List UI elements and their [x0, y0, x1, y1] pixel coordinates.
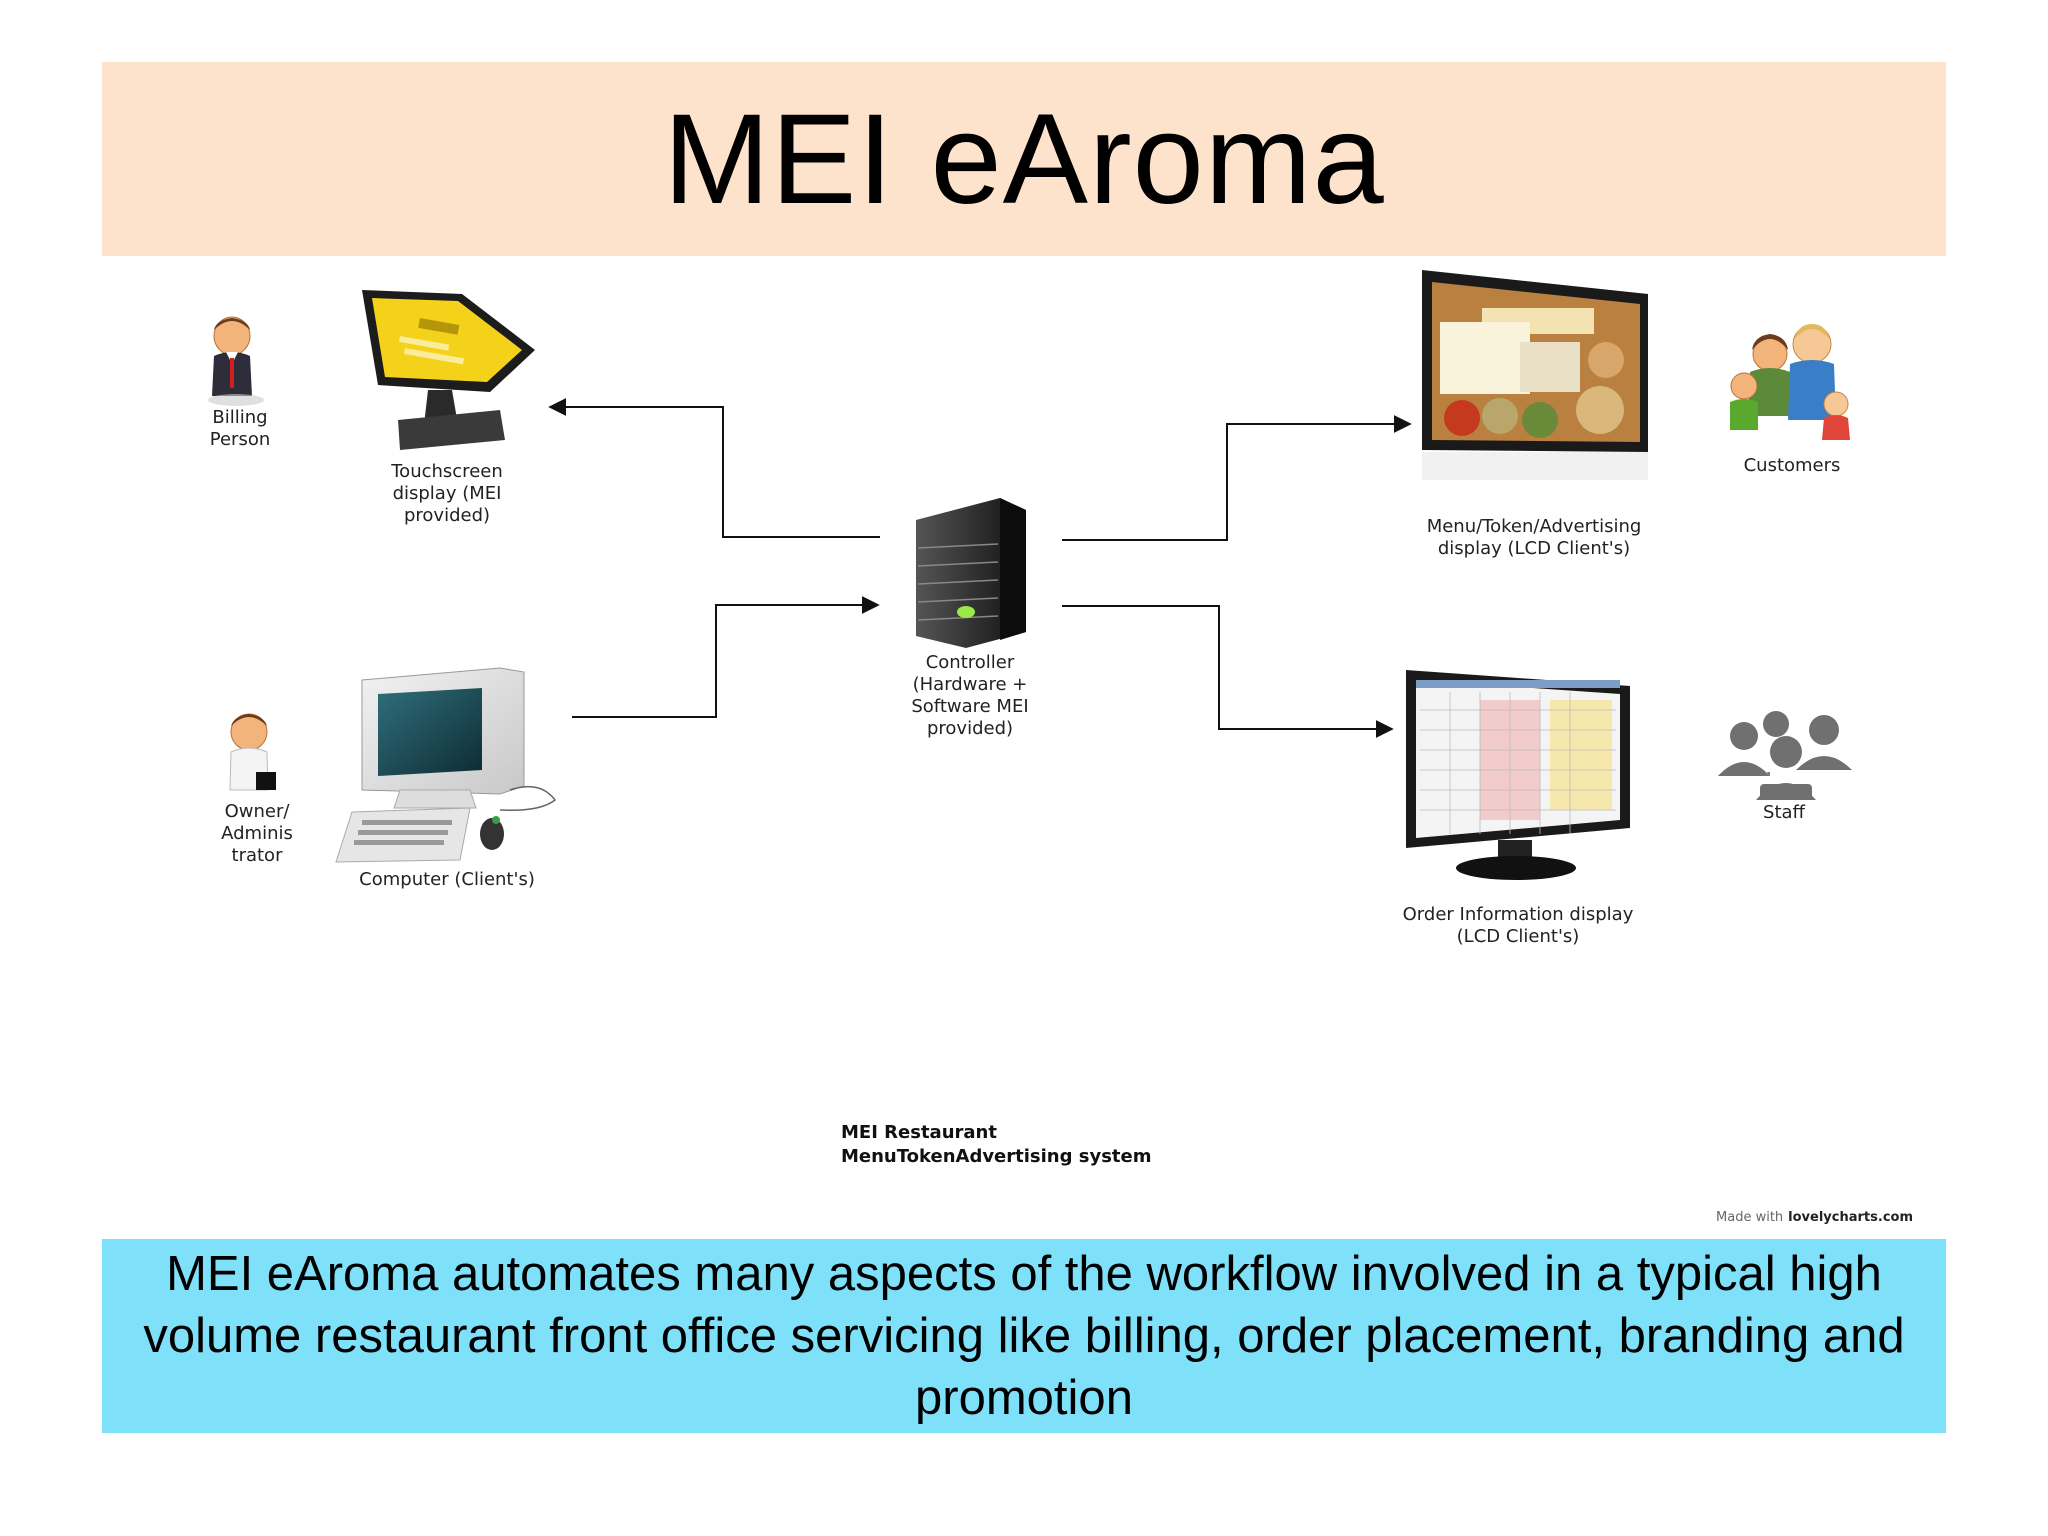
computer-node: Computer (Client's)	[335, 667, 557, 890]
order-display-label-line1: Order Information display	[1403, 904, 1634, 925]
credit-text: Made with lovelycharts.com	[1716, 1210, 1913, 1225]
touchscreen-label-line2: display (MEI	[393, 483, 502, 504]
family-group-icon	[1730, 324, 1850, 440]
owner-label-line3: trator	[232, 845, 284, 866]
order-display-node: Order Information display (LCD Client's)	[1403, 670, 1634, 947]
server-tower-icon	[916, 498, 1026, 648]
touchscreen-label-line3: provided)	[404, 505, 490, 526]
connector-computer-to-controller	[572, 596, 880, 718]
slide-caption: MEI eAroma automates many aspects of the…	[143, 1247, 1905, 1425]
touchscreen-node: Touchscreen display (MEI provided)	[362, 290, 535, 526]
controller-label-line3: Software MEI	[911, 696, 1028, 717]
desktop-computer-icon	[335, 667, 557, 863]
credit-site: lovelycharts.com	[1788, 1210, 1913, 1225]
billing-person-node: Billing Person	[208, 316, 271, 450]
controller-label-line1: Controller	[926, 652, 1015, 673]
billing-person-label-line2: Person	[210, 429, 271, 450]
connectors	[548, 398, 1412, 738]
computer-label: Computer (Client's)	[359, 869, 535, 890]
owner-label-line1: Owner/	[225, 801, 291, 822]
lcd-menu-display-icon	[1422, 270, 1648, 480]
owner-label-line2: Adminis	[221, 823, 293, 844]
staff-label: Staff	[1763, 802, 1806, 823]
lcd-spreadsheet-monitor-icon	[1406, 670, 1630, 880]
staff-node: Staff	[1718, 711, 1852, 823]
system-name-line1: MEI Restaurant	[841, 1122, 997, 1143]
title-band: MEI eAroma	[102, 62, 1946, 256]
caption-band: MEI eAroma automates many aspects of the…	[102, 1239, 1946, 1433]
menu-display-node: Menu/Token/Advertising display (LCD Clie…	[1422, 270, 1648, 559]
slide-title: MEI eAroma	[663, 87, 1385, 231]
menu-display-label-line1: Menu/Token/Advertising	[1427, 516, 1642, 537]
order-display-label-line2: (LCD Client's)	[1457, 926, 1580, 947]
billing-person-label-line1: Billing	[212, 407, 267, 428]
controller-label-line2: (Hardware +	[913, 674, 1028, 695]
touchscreen-label-line1: Touchscreen	[390, 461, 503, 482]
owner-node: Owner/ Adminis trator	[221, 713, 293, 866]
customers-label: Customers	[1744, 455, 1841, 476]
person-icon	[229, 713, 276, 791]
people-group-icon	[1718, 711, 1852, 800]
person-tie-icon	[208, 316, 264, 406]
system-name-line2: MenuTokenAdvertising system	[841, 1146, 1152, 1167]
connector-controller-to-menu-display	[1062, 415, 1412, 541]
touchscreen-monitor-icon	[362, 290, 535, 450]
menu-display-label-line2: display (LCD Client's)	[1438, 538, 1630, 559]
controller-label-line4: provided)	[927, 718, 1013, 739]
credit-prefix: Made with	[1716, 1210, 1783, 1225]
customers-node: Customers	[1730, 324, 1850, 476]
controller-node: Controller (Hardware + Software MEI prov…	[911, 498, 1029, 739]
connector-controller-to-order-display	[1062, 605, 1394, 738]
connector-controller-to-touchscreen	[548, 398, 880, 538]
